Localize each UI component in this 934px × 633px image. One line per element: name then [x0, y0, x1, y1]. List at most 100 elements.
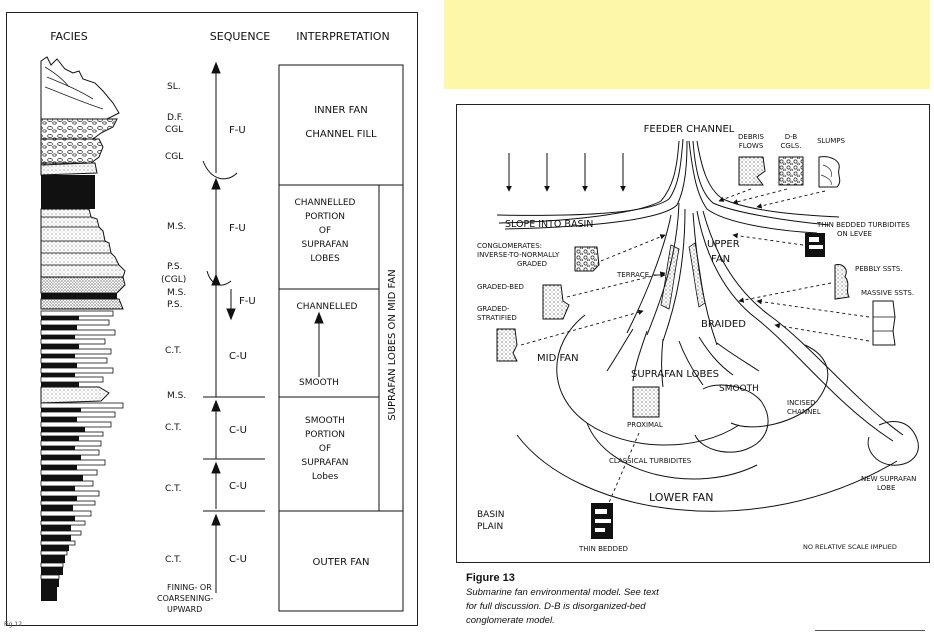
label-conglomerates: INVERSE-TO-NORMALLY — [477, 251, 560, 259]
sequence-label: C-U — [229, 351, 247, 362]
interp-channel-fill: CHANNEL FILL — [305, 129, 377, 140]
facies-label: CGL — [165, 152, 183, 162]
interp-smooth-portion: Lobes — [312, 472, 339, 482]
sequence-label: F-U — [229, 125, 246, 136]
interp-channelled-portion: OF — [319, 226, 331, 236]
facies-label: C.T. — [165, 423, 181, 433]
thin-bedded-thumbnail — [591, 503, 613, 539]
label-db: CGLS. — [781, 142, 802, 150]
interp-inner-fan: INNER FAN — [314, 105, 368, 116]
facies-label: (CGL) — [161, 275, 186, 285]
footer-line: COARSENING- — [157, 594, 213, 603]
pebbly-thumbnail — [834, 264, 850, 300]
conglomerate-labels: CONGLOMERATES: INVERSE-TO-NORMALLY GRADE… — [477, 242, 560, 268]
interp-channelled-portion: LOBES — [310, 254, 340, 264]
sequence-label: F-U — [229, 223, 246, 234]
interp-smooth-portion: PORTION — [305, 430, 345, 440]
facies-label: C.T. — [165, 484, 181, 494]
label-graded-strat: GRADED- — [477, 305, 510, 313]
source-leaders — [718, 188, 826, 209]
label-massive: MASSIVE SSTS. — [861, 289, 914, 297]
interpretation-labels: INNER FAN CHANNEL FILL CHANNELLED PORTIO… — [294, 105, 398, 568]
mid-fan-lobes — [516, 314, 919, 512]
label-slumps: SLUMPS — [817, 137, 845, 145]
interp-smooth: SMOOTH — [299, 378, 339, 388]
label-mid-fan: MID FAN — [537, 353, 579, 364]
facies-label: C.T. — [165, 555, 181, 565]
label-db: D-B — [785, 133, 798, 141]
facies-label: M.S. — [167, 391, 186, 401]
caption-line: Submarine fan environmental model. See t… — [466, 587, 659, 598]
label-pebbly: PEBBLY SSTS. — [855, 265, 903, 273]
yellow-sticky-note — [444, 0, 930, 89]
facies-column — [40, 56, 126, 601]
interp-smooth-portion: OF — [319, 444, 331, 454]
source-facies-thumbnails — [738, 156, 841, 188]
figure-12-corner-label: Fig 12 — [4, 621, 23, 628]
facies-label: P.S. — [167, 300, 182, 310]
label-upper: UPPER — [707, 239, 740, 250]
facies-label: D.F. — [167, 113, 183, 123]
interp-channelled: CHANNELLED — [296, 302, 357, 312]
caption-line: conglomerate model. — [466, 615, 555, 626]
interp-side-label: SUPRAFAN LOBES ON MID FAN — [387, 269, 398, 420]
sequence-label: F-U — [239, 296, 256, 307]
facies-label: C.T. — [165, 346, 181, 356]
submarine-fan-diagram: FEEDER CHANNEL SLOPE INTO BASIN DEBRIS F… — [456, 104, 930, 563]
facies-sequence-figure: FACIES SEQUENCE INTERPRETATION — [6, 12, 418, 626]
interp-smooth-portion: SUPRAFAN — [301, 458, 348, 468]
facies-label: SL. — [167, 82, 181, 92]
figure-caption: Figure 13 Submarine fan environmental mo… — [466, 572, 766, 628]
label-braided: BRAIDED — [701, 319, 746, 330]
facies-label: M.S. — [167, 222, 186, 232]
label-terrace: TERRACE — [616, 271, 649, 279]
label-debris: DEBRIS — [738, 133, 765, 141]
label-suprafan: SUPRAFAN LOBES — [631, 369, 719, 380]
label-smooth: SMOOTH — [719, 384, 759, 394]
slope-arrows — [506, 153, 626, 192]
header-interpretation: INTERPRETATION — [296, 30, 389, 43]
source-labels: DEBRIS FLOWS D-B CGLS. SLUMPS — [738, 133, 845, 150]
sequence-arrows — [202, 61, 265, 593]
label-lower-fan: LOWER FAN — [649, 491, 713, 504]
proximal-thumbnail — [632, 386, 660, 418]
facies-label: M.S. — [167, 288, 186, 298]
graded-bed-thumbnail — [542, 284, 570, 320]
conglomerate-thumbnail — [574, 246, 600, 272]
header-sequence: SEQUENCE — [210, 30, 271, 43]
interp-channelled-portion: PORTION — [305, 212, 345, 222]
facies-sequence-svg: FACIES SEQUENCE INTERPRETATION — [40, 30, 404, 614]
facies-labels: SL. D.F. CGL CGL M.S. P.S. (CGL) M.S. P.… — [161, 82, 186, 565]
bottom-divider — [815, 630, 925, 631]
label-conglomerates: CONGLOMERATES: — [477, 242, 542, 250]
sequence-label: C-U — [229, 481, 247, 492]
label-feeder-channel: FEEDER CHANNEL — [644, 124, 735, 135]
sequence-label: C-U — [229, 425, 247, 436]
sequence-labels: F-U F-U F-U C-U C-U C-U C-U — [229, 125, 256, 565]
interp-outer-fan: OUTER FAN — [313, 557, 370, 568]
upper-fan-channels — [606, 202, 904, 442]
label-proximal: PROXIMAL — [627, 421, 663, 429]
label-graded-bed: GRADED-BED — [477, 283, 524, 291]
graded-stratified-thumbnail — [496, 328, 518, 362]
label-thin-levee: THIN BEDDED TURBIDITES — [816, 221, 910, 229]
label-thin-levee: ON LEVEE — [837, 230, 872, 238]
interp-smooth-portion: SMOOTH — [305, 416, 345, 426]
sequence-label: C-U — [229, 554, 247, 565]
caption-title: Figure 13 — [466, 572, 515, 584]
label-incised: CHANNEL — [787, 408, 821, 416]
label-no-scale: NO RELATIVE SCALE IMPLIED — [803, 543, 897, 551]
interp-channelled-portion: SUPRAFAN — [301, 240, 348, 250]
label-new-lobe: NEW SUPRAFAN — [861, 475, 916, 483]
label-fan: FAN — [711, 254, 730, 265]
thin-beds-upper — [40, 310, 116, 387]
footer-line: FINING- OR — [167, 583, 212, 592]
fan-labels: BRAIDED MID FAN SUPRAFAN LOBES SMOOTH IN… — [537, 319, 821, 416]
interp-channelled-portion: CHANNELLED — [294, 198, 355, 208]
levee-leaders — [732, 232, 804, 246]
label-incised: INCISED — [787, 399, 816, 407]
label-basin-plain: BASIN — [477, 510, 504, 520]
label-basin-plain: PLAIN — [477, 522, 503, 532]
levee-thumbnail — [805, 233, 825, 257]
footer-line: UPWARD — [167, 605, 202, 614]
